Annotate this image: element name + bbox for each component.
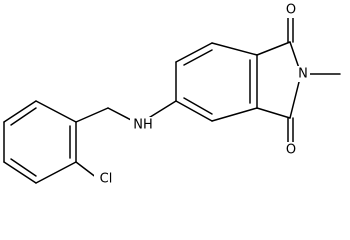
- bond: [211, 42, 258, 56]
- bond: [183, 97, 213, 115]
- bond: [3, 100, 37, 123]
- chlorine-label: Cl: [100, 172, 113, 187]
- molecule-structure: O N O NH Cl: [3, 2, 341, 187]
- bond: [256, 107, 291, 119]
- bond: [75, 161, 98, 179]
- amine-label: NH: [133, 118, 153, 133]
- bond: [3, 161, 37, 184]
- bond: [211, 107, 258, 122]
- bond: [10, 158, 37, 177]
- atom-labels: O N O NH Cl: [94, 2, 310, 187]
- bond: [10, 107, 37, 126]
- bond: [35, 161, 77, 184]
- bond: [107, 107, 134, 122]
- bond: [75, 107, 109, 123]
- oxygen-top-label: O: [286, 3, 296, 18]
- bond: [256, 41, 291, 56]
- nitrogen-label: N: [298, 67, 308, 82]
- bond: [35, 100, 77, 123]
- bond: [175, 42, 213, 63]
- bond: [183, 49, 213, 66]
- bond: [146, 100, 177, 120]
- oxygen-bottom-label: O: [286, 143, 296, 158]
- bond: [175, 100, 213, 122]
